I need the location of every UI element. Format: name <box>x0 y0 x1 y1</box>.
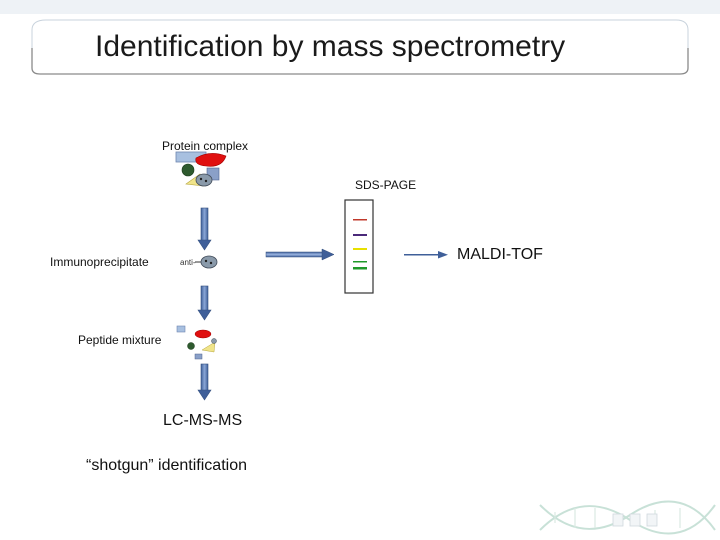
label-anti: anti- <box>180 258 196 267</box>
label-shotgun-identification: “shotgun” identification <box>86 457 247 475</box>
immunoprecipitate-bead-icon <box>195 256 217 268</box>
label-sds-page: SDS-PAGE <box>355 178 416 192</box>
arrow-down-2 <box>198 286 211 320</box>
peptide-fragments-icon <box>177 326 217 359</box>
arrow-down-3 <box>198 364 211 400</box>
arrow-right-2 <box>404 251 448 259</box>
label-protein-complex: Protein complex <box>162 139 248 153</box>
label-lc-ms-ms: LC-MS-MS <box>163 412 242 430</box>
arrow-down-1 <box>198 208 211 250</box>
label-peptide-mixture: Peptide mixture <box>78 333 161 347</box>
label-immunoprecipitate: Immunoprecipitate <box>50 255 149 269</box>
label-maldi-tof: MALDI-TOF <box>457 246 543 264</box>
sds-page-gel <box>345 200 373 293</box>
arrow-right-1 <box>266 249 334 260</box>
protein-complex-icon <box>176 152 226 186</box>
dna-helix-logo <box>540 501 715 533</box>
